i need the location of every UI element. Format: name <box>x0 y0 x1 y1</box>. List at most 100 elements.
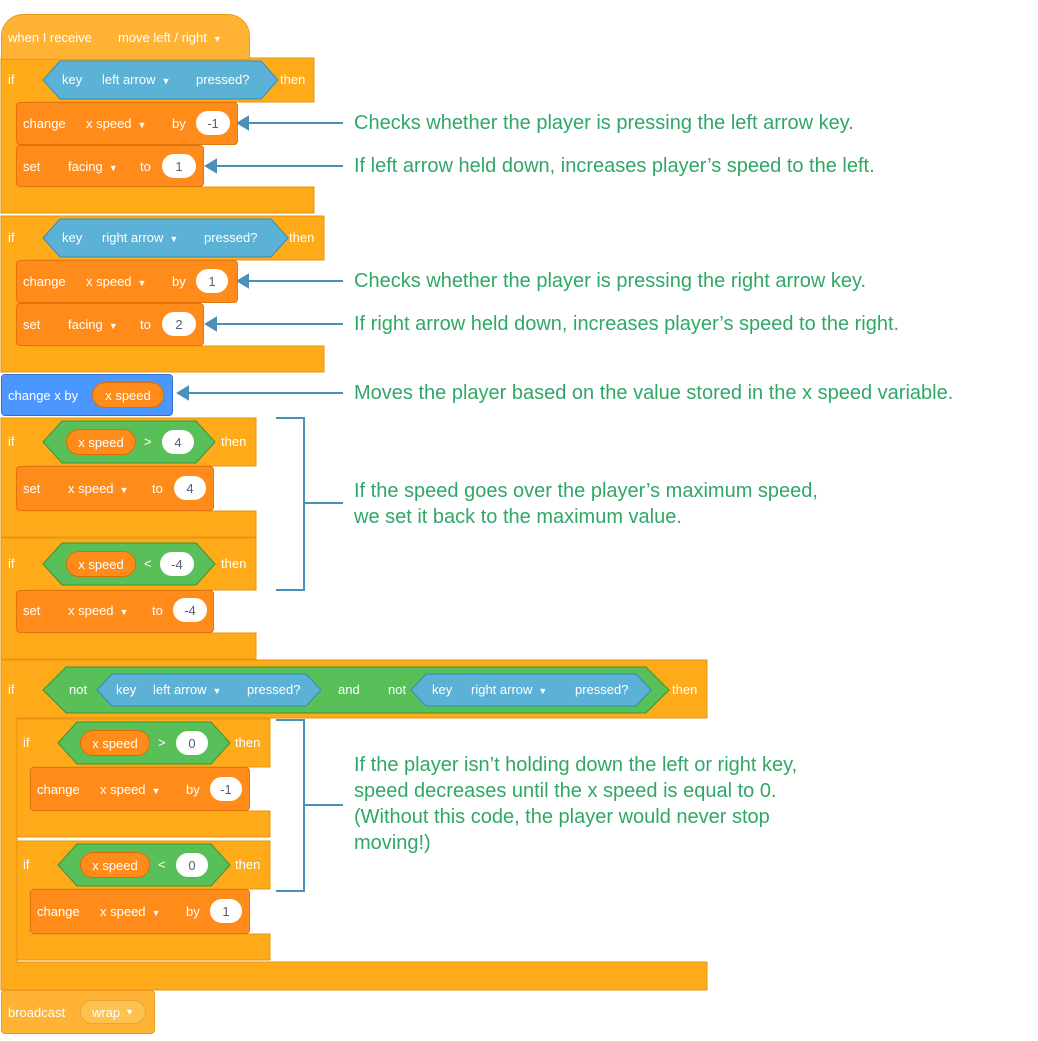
annotation-left-speed: If left arrow held down, increases playe… <box>354 155 875 177</box>
pressed-word: pressed? <box>247 682 301 697</box>
variable-dropdown-value: x speed <box>86 116 132 131</box>
x-speed-reporter[interactable]: x speed <box>80 730 150 756</box>
variable-dropdown-value: facing <box>68 159 103 174</box>
key-right-dropdown[interactable]: right arrow ▼ <box>102 230 178 245</box>
key-right-dropdown-value: right arrow <box>471 682 533 697</box>
value-input[interactable]: -1 <box>210 777 242 801</box>
sensing-key-right-inner-shape <box>410 673 652 707</box>
value-input[interactable]: -4 <box>173 598 207 622</box>
key-right-dropdown[interactable]: right arrow ▼ <box>471 682 547 697</box>
x-speed-reporter[interactable]: x speed <box>66 551 136 577</box>
broadcast-label: broadcast <box>8 1005 66 1020</box>
if-keyword: if <box>8 682 15 697</box>
broadcast-message-value: wrap <box>91 1004 121 1020</box>
by-label: by <box>172 116 186 131</box>
pressed-word: pressed? <box>575 682 629 697</box>
operator-symbol: > <box>144 434 152 449</box>
key-left-dropdown[interactable]: left arrow ▼ <box>153 682 221 697</box>
sensing-key-left-inner-shape <box>96 673 322 707</box>
broadcast-message-dropdown[interactable]: wrap ▼ <box>80 1000 146 1024</box>
and-word: and <box>338 682 360 697</box>
key-left-dropdown[interactable]: left arrow▼ <box>102 72 170 87</box>
sensing-key-left-shape <box>42 60 279 100</box>
if-keyword: if <box>8 434 15 449</box>
when-i-receive-label: when I receive <box>8 30 92 45</box>
to-label: to <box>152 603 163 618</box>
not-word: not <box>388 682 407 697</box>
dropdown-arrow-icon: ▼ <box>137 120 147 130</box>
if-keyword: if <box>23 857 30 872</box>
variable-dropdown[interactable]: x speed▼ <box>68 603 128 618</box>
key-left-dropdown-value: left arrow <box>153 682 207 697</box>
annotation-line: (Without this code, the player would nev… <box>354 806 770 828</box>
by-label: by <box>186 904 200 919</box>
then-keyword: then <box>672 682 698 697</box>
change-label: change <box>23 274 66 289</box>
value-input[interactable]: -1 <box>196 111 230 135</box>
x-speed-reporter[interactable]: x speed <box>80 852 150 878</box>
set-label: set <box>23 603 41 618</box>
value-input[interactable]: 4 <box>174 476 206 500</box>
value-input[interactable]: 0 <box>176 731 208 755</box>
x-speed-reporter[interactable]: x speed <box>92 382 164 408</box>
variable-dropdown-value: facing <box>68 317 103 332</box>
annotation-max-speed: If the speed goes over the player’s maxi… <box>354 478 818 530</box>
annotation-right-speed: If right arrow held down, increases play… <box>354 313 900 335</box>
dropdown-arrow-icon: ▼ <box>108 163 118 173</box>
variable-dropdown[interactable]: facing ▼ <box>68 159 118 174</box>
value-input[interactable]: 0 <box>176 853 208 877</box>
annotation-move-player: Moves the player based on the value stor… <box>354 382 954 404</box>
dropdown-arrow-icon: ▼ <box>169 234 179 244</box>
value-input[interactable]: 1 <box>162 154 196 178</box>
variable-dropdown-value: x speed <box>100 904 146 919</box>
variable-dropdown-value: x speed <box>86 274 132 289</box>
value-input[interactable]: 4 <box>162 430 194 454</box>
message-dropdown-value: move left / right <box>118 30 207 45</box>
key-word: key <box>62 230 83 245</box>
variable-dropdown-value: x speed <box>100 782 146 797</box>
dropdown-arrow-icon: ▼ <box>125 1007 135 1017</box>
dropdown-arrow-icon: ▼ <box>212 686 222 696</box>
key-word: key <box>432 682 453 697</box>
then-keyword: then <box>235 735 261 750</box>
dropdown-arrow-icon: ▼ <box>212 34 222 44</box>
if-keyword: if <box>8 556 15 571</box>
variable-dropdown[interactable]: x speed▼ <box>100 904 160 919</box>
variable-dropdown[interactable]: x speed ▼ <box>86 274 146 289</box>
to-label: to <box>140 159 151 174</box>
not-word: not <box>69 682 88 697</box>
then-keyword: then <box>221 556 247 571</box>
when-i-receive-block[interactable] <box>1 14 250 60</box>
to-label: to <box>140 317 151 332</box>
if-keyword: if <box>8 72 15 87</box>
variable-dropdown[interactable]: x speed ▼ <box>86 116 146 131</box>
annotation-line: we set it back to the maximum value. <box>354 506 682 528</box>
pressed-word: pressed? <box>204 230 258 245</box>
annotation-left-key-check: Checks whether the player is pressing th… <box>354 112 854 134</box>
then-keyword: then <box>235 857 261 872</box>
set-label: set <box>23 159 41 174</box>
set-label: set <box>23 481 41 496</box>
variable-dropdown[interactable]: facing▼ <box>68 317 118 332</box>
change-label: change <box>37 782 80 797</box>
value-input[interactable]: 1 <box>210 899 242 923</box>
if-keyword: if <box>23 735 30 750</box>
operator-symbol: > <box>158 735 166 750</box>
variable-dropdown-value: x speed <box>68 603 114 618</box>
variable-dropdown[interactable]: x speed▼ <box>68 481 128 496</box>
key-right-dropdown-value: right arrow <box>102 230 164 245</box>
dropdown-arrow-icon: ▼ <box>137 278 147 288</box>
variable-dropdown[interactable]: x speed ▼ <box>100 782 160 797</box>
value-input[interactable]: 2 <box>162 312 196 336</box>
value-input[interactable]: 1 <box>196 269 228 293</box>
annotation-slow-down: If the player isn’t holding down the lef… <box>354 752 797 856</box>
annotation-line: moving!) <box>354 832 431 854</box>
x-speed-reporter[interactable]: x speed <box>66 429 136 455</box>
then-keyword: then <box>280 72 306 87</box>
message-dropdown[interactable]: move left / right ▼ <box>118 30 222 45</box>
value-input[interactable]: -4 <box>160 552 194 576</box>
key-left-dropdown-value: left arrow <box>102 72 156 87</box>
dropdown-arrow-icon: ▼ <box>151 786 161 796</box>
variable-dropdown-value: x speed <box>68 481 114 496</box>
dropdown-arrow-icon: ▼ <box>538 686 548 696</box>
